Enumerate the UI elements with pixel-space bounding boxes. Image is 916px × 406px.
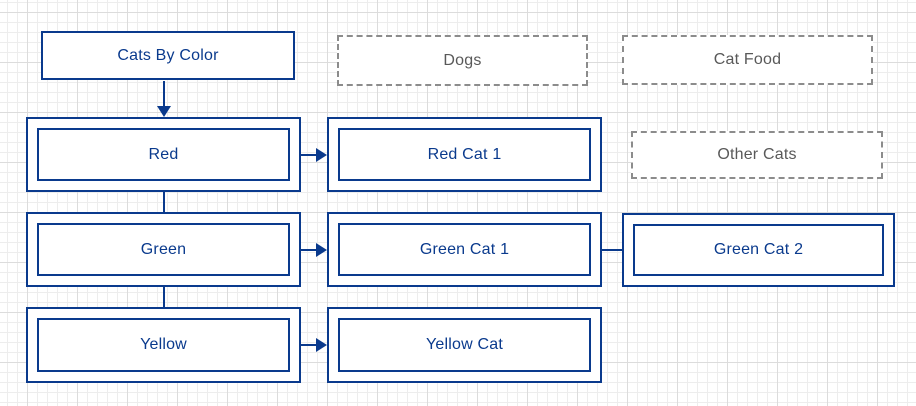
node-green-cat-2[interactable]: Green Cat 2	[622, 213, 895, 287]
connector-green-to-green-cat-1[interactable]	[301, 249, 317, 251]
node-label: Red	[148, 145, 179, 163]
arrowhead-right-icon	[316, 148, 327, 162]
connector-yellow-to-yellow-cat[interactable]	[301, 344, 317, 346]
arrowhead-down-icon	[157, 106, 171, 117]
connector-cats-to-red[interactable]	[163, 81, 165, 107]
node-inner-border: Green Cat 1	[338, 223, 591, 276]
node-other-cats[interactable]: Other Cats	[631, 131, 883, 179]
arrowhead-right-icon	[316, 338, 327, 352]
node-label: Green	[140, 240, 187, 258]
node-cat-food[interactable]: Cat Food	[622, 35, 873, 85]
node-inner-border: Green Cat 2	[633, 224, 884, 276]
node-label: Yellow	[140, 336, 187, 353]
node-label: Cats By Color	[117, 46, 219, 64]
node-label: Red Cat 1	[427, 145, 502, 163]
node-inner-border: Red Cat 1	[338, 128, 591, 181]
node-red[interactable]: Red	[26, 117, 301, 192]
node-label: Green Cat 1	[419, 240, 510, 258]
node-inner-border: Yellow	[37, 318, 290, 372]
node-inner-border: Green	[37, 223, 290, 276]
node-label: Dogs	[443, 51, 482, 69]
node-yellow[interactable]: Yellow	[26, 307, 301, 383]
connector-red-to-green[interactable]	[163, 192, 165, 212]
connector-green-to-yellow[interactable]	[163, 287, 165, 307]
node-green-cat-1[interactable]: Green Cat 1	[327, 212, 602, 287]
node-green[interactable]: Green	[26, 212, 301, 287]
node-red-cat-1[interactable]: Red Cat 1	[327, 117, 602, 192]
node-label: Other Cats	[717, 146, 797, 163]
node-cats-by-color[interactable]: Cats By Color	[41, 31, 295, 80]
node-label: Cat Food	[713, 51, 782, 68]
node-inner-border: Red	[37, 128, 290, 181]
connector-green-cat-1-to-green-cat-2[interactable]	[602, 249, 622, 251]
arrowhead-right-icon	[316, 243, 327, 257]
node-inner-border: Yellow Cat	[338, 318, 591, 372]
node-label: Yellow Cat	[425, 336, 503, 353]
connector-red-to-red-cat-1[interactable]	[301, 154, 317, 156]
node-label: Green Cat 2	[713, 241, 804, 258]
node-dogs[interactable]: Dogs	[337, 35, 588, 86]
node-yellow-cat[interactable]: Yellow Cat	[327, 307, 602, 383]
